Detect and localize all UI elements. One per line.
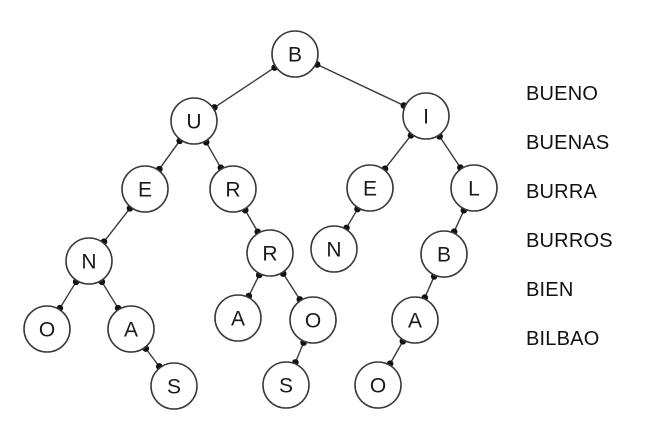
tree-edge [157,139,182,171]
tree-node: N [65,237,113,285]
node-label: A [124,319,138,342]
node-label: U [186,111,201,134]
tree-node: L [450,164,498,212]
node-circle [23,305,71,353]
node-circle [346,164,394,212]
node-label: B [288,44,302,67]
tree-edge [438,134,462,170]
node-circle [354,361,402,409]
tree-node: E [346,164,394,212]
node-label: B [437,244,451,267]
tree-edge [102,206,132,244]
word-item: BUENAS [526,132,610,154]
node-label: N [81,251,96,274]
word-item: BURROS [526,230,613,252]
node-circle [246,229,294,277]
node-label: E [138,179,152,202]
node-circle [402,92,450,140]
tree-node: N [310,225,358,273]
node-label: I [423,106,429,129]
tree-edge [212,66,277,109]
word-item: BUENO [526,83,599,105]
tree-node: A [214,294,262,342]
tree-node: S [262,361,310,409]
node-circle [107,305,155,353]
node-circle [170,97,218,145]
node-circle [214,294,262,342]
tree-node: O [23,305,71,353]
node-circle [262,361,310,409]
tree-edge [100,280,120,310]
word-item: BIEN [526,279,574,301]
tree-nodes: B U I E R E L N R N B O A A O A S S O [23,30,498,410]
node-circle [450,164,498,212]
tree-node: U [170,97,218,145]
node-circle [65,237,113,285]
tree-node: E [121,165,169,213]
tree-node: A [391,296,439,344]
node-circle [310,225,358,273]
word-item: BURRA [526,181,598,203]
node-circle [150,362,198,410]
tree-node: O [354,361,402,409]
node-label: R [225,179,240,202]
node-circle [420,230,468,278]
node-label: A [408,310,422,333]
tree-node: R [209,165,257,213]
node-label: E [363,178,377,201]
tree-edge [58,280,78,310]
tree-node: B [420,230,468,278]
tree-edge [383,133,413,171]
tree-node: B [271,30,319,78]
node-label: R [262,243,277,266]
node-circle [289,296,337,344]
tree-node: A [107,305,155,353]
node-label: N [326,239,341,262]
node-label: L [468,178,480,201]
word-item: BILBAO [526,328,600,350]
tree-node: R [246,229,294,277]
node-label: S [167,376,181,399]
node-label: O [370,375,386,398]
node-label: O [39,319,55,342]
node-circle [209,165,257,213]
tree-node: O [289,296,337,344]
tree-node: S [150,362,198,410]
tree-edge [315,63,406,107]
node-label: O [305,310,321,333]
tree-edge [281,271,302,302]
node-circle [391,296,439,344]
node-circle [271,30,319,78]
node-label: S [279,375,293,398]
tree-node: I [402,92,450,140]
node-circle [121,165,169,213]
node-label: A [231,308,245,331]
tree-edge [204,140,223,170]
